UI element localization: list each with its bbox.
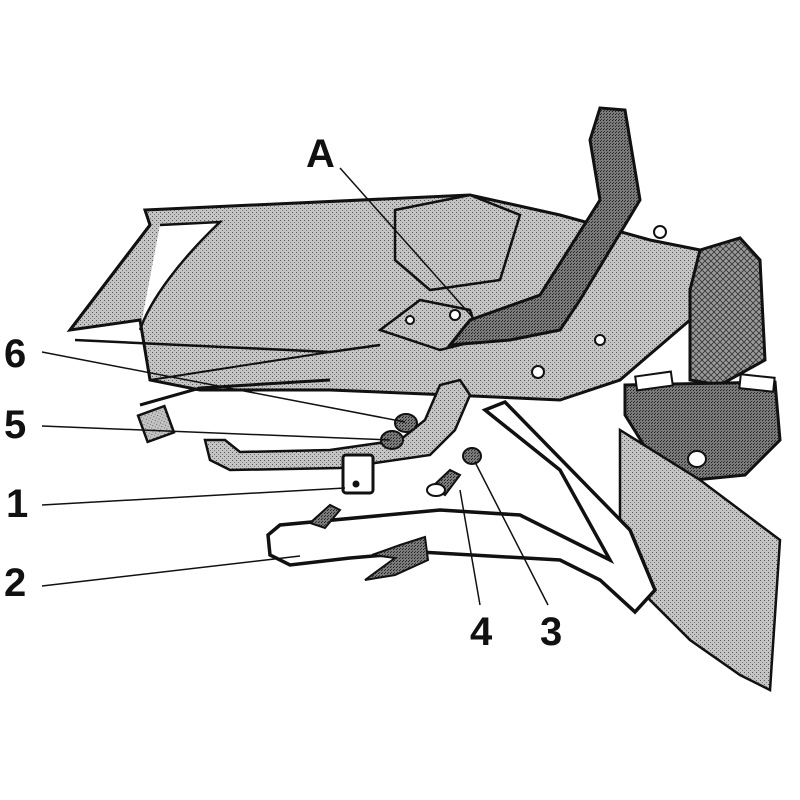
grab-handle xyxy=(446,106,642,347)
callout-label-5: 5 xyxy=(4,403,27,447)
callout-label-3: 3 xyxy=(540,610,563,654)
mounting-plate xyxy=(266,399,658,615)
rear-light-housing xyxy=(623,236,782,482)
direction-arrow xyxy=(364,535,430,581)
side-bar xyxy=(203,378,472,472)
callout-label-6: 6 xyxy=(4,332,27,376)
leader-lines xyxy=(41,167,549,606)
callout-label-2: 2 xyxy=(4,561,27,605)
hardware xyxy=(308,413,482,530)
callout-label-4: 4 xyxy=(470,610,493,654)
callout-label-1: 1 xyxy=(6,482,29,526)
callout-label-a: A xyxy=(306,132,335,176)
